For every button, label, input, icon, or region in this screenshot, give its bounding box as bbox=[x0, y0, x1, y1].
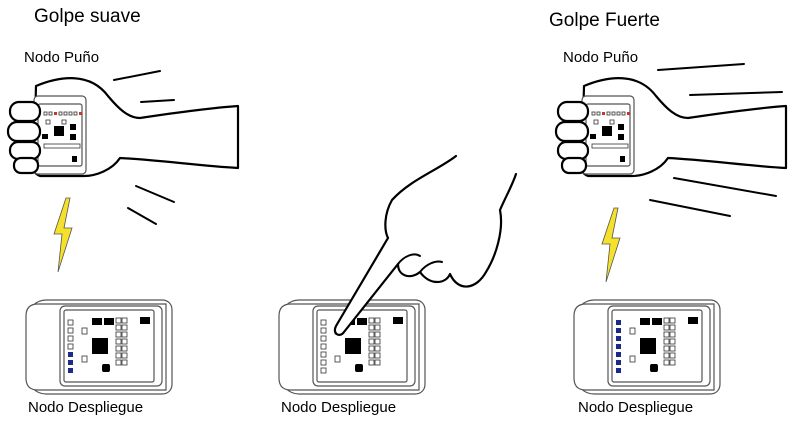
strong-hit-title: Golpe Fuerte bbox=[549, 10, 660, 31]
middle-display-device-icon bbox=[278, 299, 426, 395]
strong-fist-node-label: Nodo Puño bbox=[563, 49, 639, 66]
strong-display-device-icon bbox=[573, 299, 721, 395]
soft-lightning-icon bbox=[53, 197, 73, 273]
strong-lightning-icon bbox=[601, 207, 621, 283]
soft-motion-lines bbox=[113, 70, 175, 225]
soft-fist-node-label: Nodo Puño bbox=[24, 49, 100, 66]
strong-motion-lines bbox=[649, 63, 783, 217]
soft-display-node-label: Nodo Despliegue bbox=[28, 399, 144, 416]
soft-hit-title: Golpe suave bbox=[34, 6, 141, 27]
strong-display-node-label: Nodo Despliegue bbox=[578, 399, 694, 416]
soft-display-device-icon bbox=[25, 299, 173, 395]
soft-fist-icon bbox=[6, 77, 240, 178]
middle-display-node-label: Nodo Despliegue bbox=[281, 399, 397, 416]
